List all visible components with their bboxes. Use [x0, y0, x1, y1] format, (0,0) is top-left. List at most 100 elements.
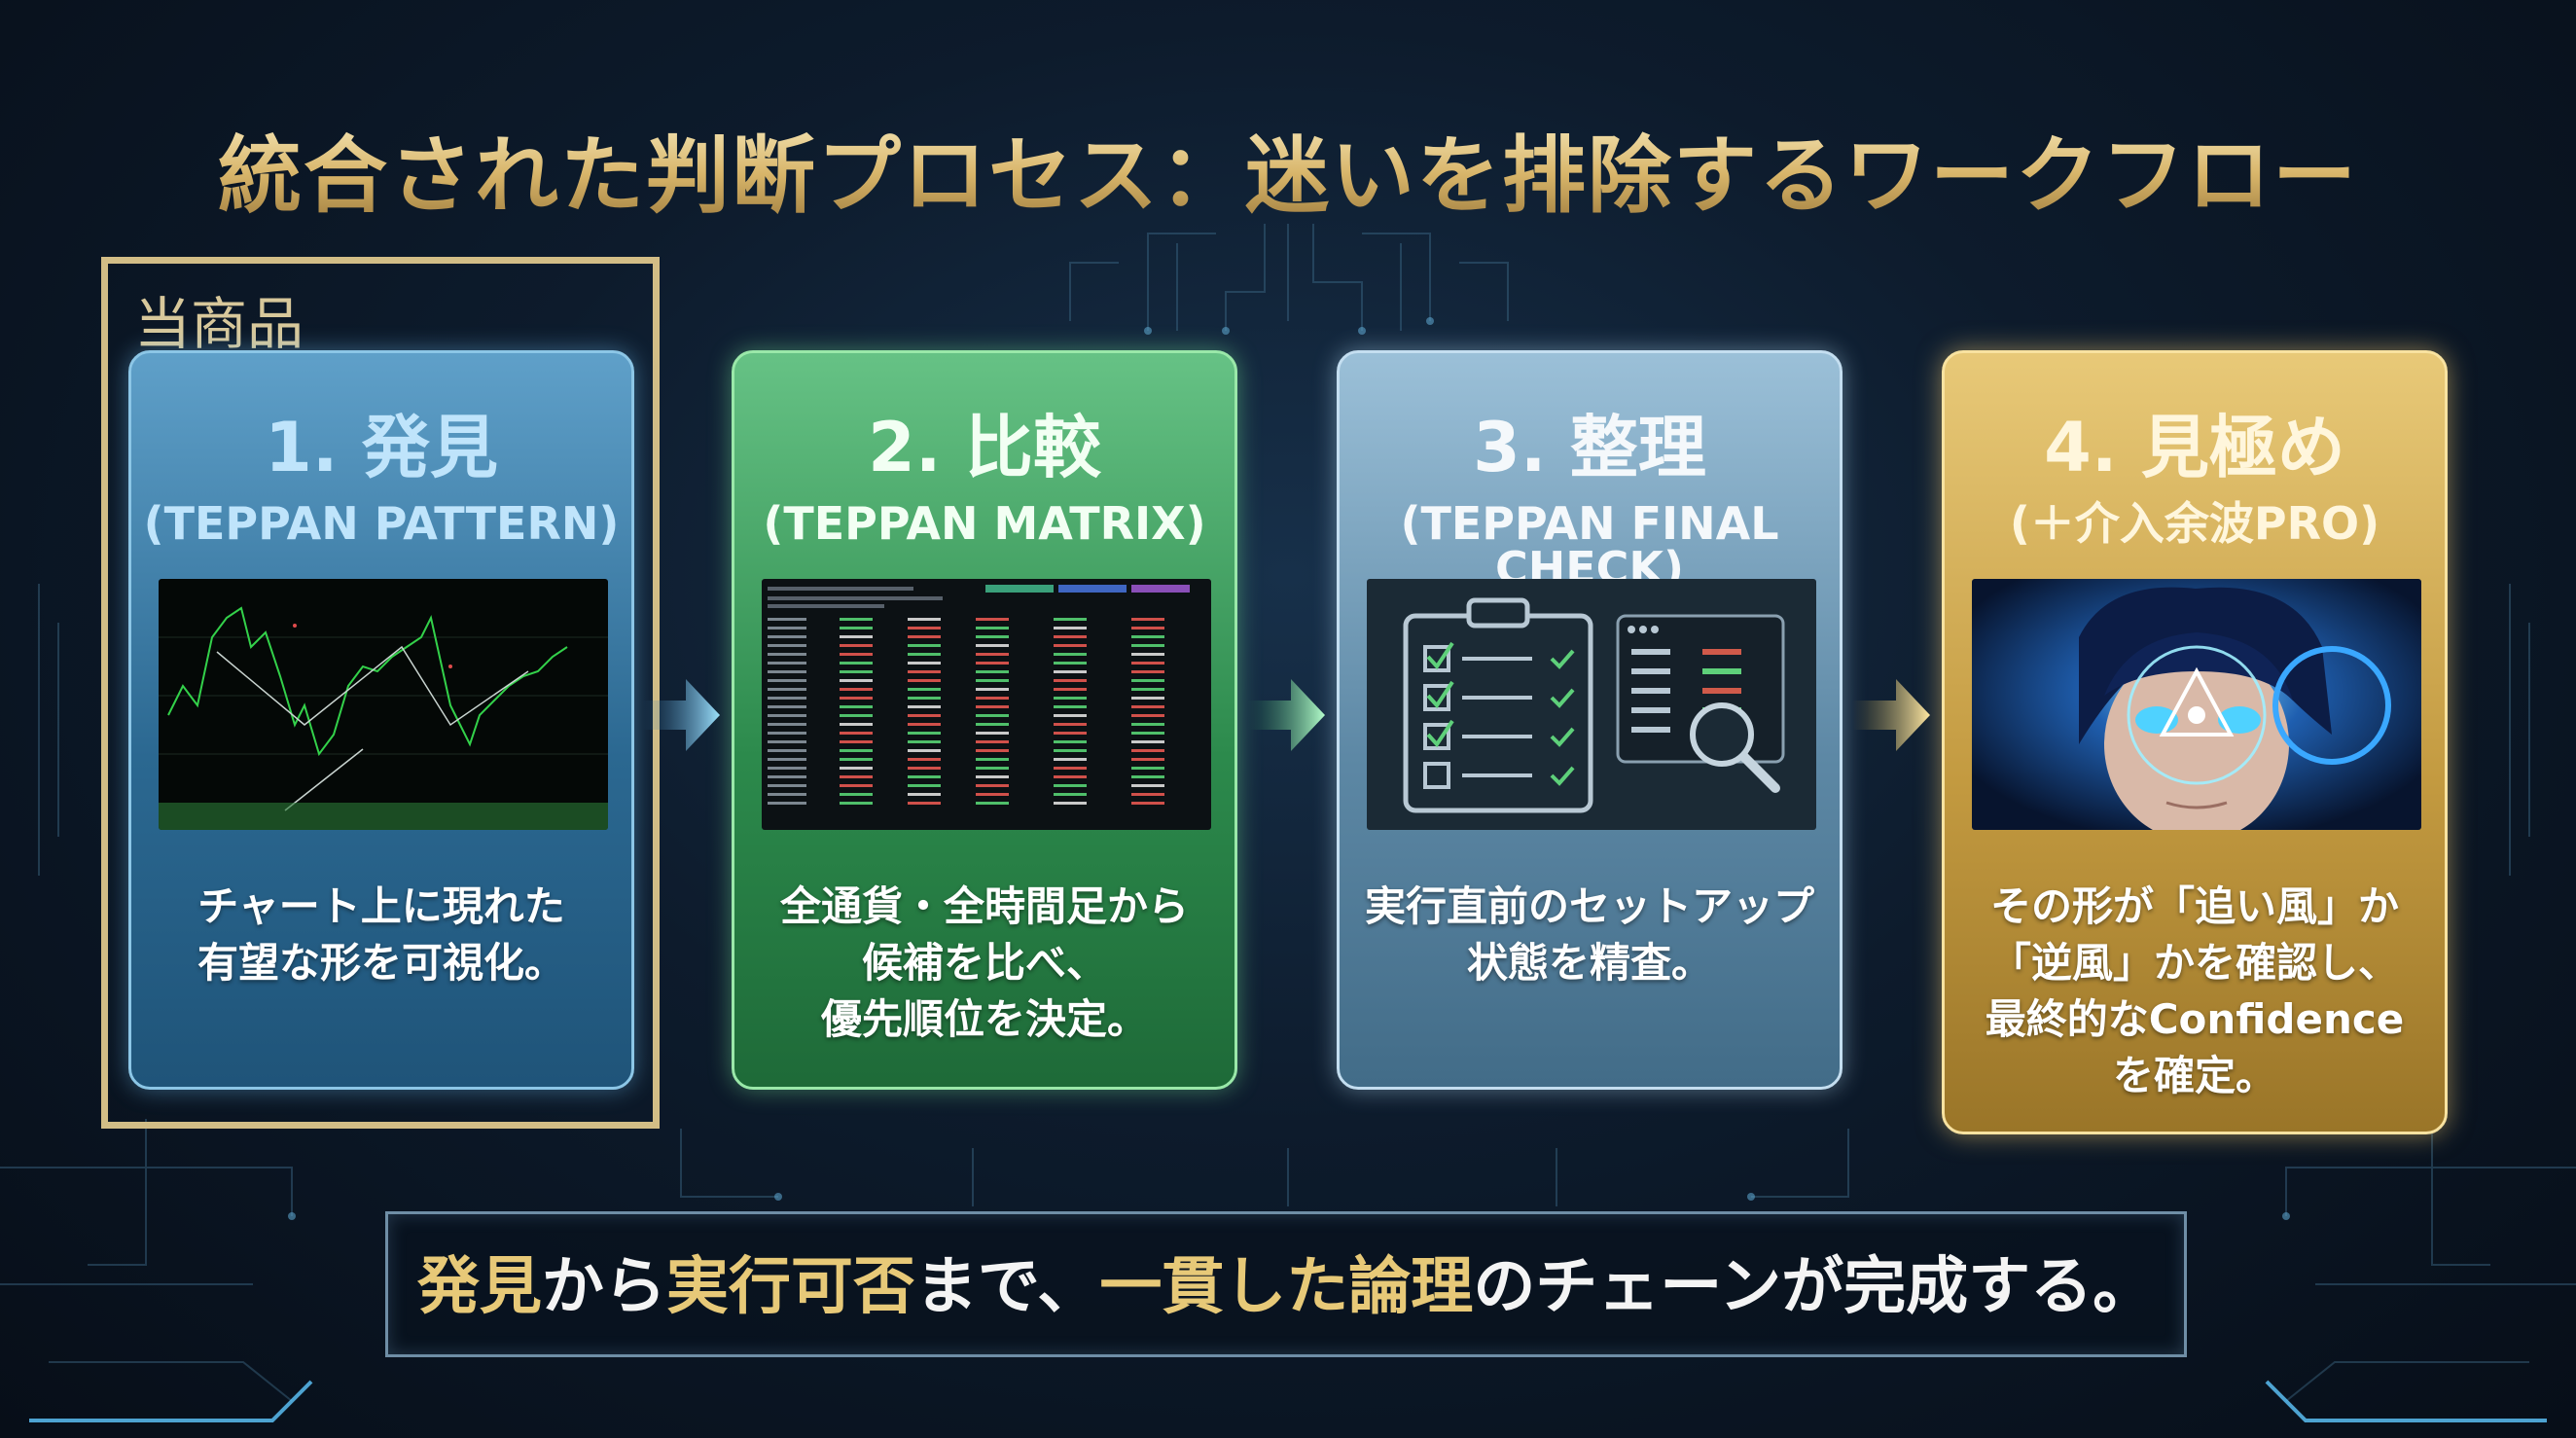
step-description: チャート上に現れた 有望な形を可視化。: [131, 879, 631, 991]
matrix-cell: [1131, 688, 1164, 691]
conclusion-connector: から: [541, 1251, 666, 1323]
matrix-cell: [908, 793, 941, 796]
matrix-cell: [1131, 644, 1164, 647]
matrix-cell: [1054, 635, 1087, 638]
conclusion-banner: 発見から実行可否まで、一貫した論理のチェーンが完成する。: [385, 1211, 2187, 1357]
matrix-cell: [840, 732, 873, 735]
matrix-cell: [768, 775, 806, 778]
matrix-cell: [1131, 618, 1164, 621]
matrix-cell: [908, 775, 941, 778]
matrix-cell: [908, 732, 941, 735]
step-subtitle: (＋介入余波PRO): [2009, 497, 2380, 550]
matrix-cell: [768, 618, 806, 621]
matrix-cell: [1131, 697, 1164, 700]
matrix-cell: [1131, 723, 1164, 726]
matrix-cell: [1054, 618, 1087, 621]
step-subtitle: (TEPPAN MATRIX): [763, 497, 1206, 550]
matrix-cell: [840, 749, 873, 752]
analyst-illustration-image: [1972, 579, 2421, 830]
desc-line: 最終的なConfidence: [1985, 995, 2405, 1043]
matrix-cell: [768, 635, 806, 638]
conclusion-keyword: 実行可否: [665, 1251, 915, 1323]
matrix-cell: [840, 714, 873, 717]
desc-line: 状態を精査。: [1466, 939, 1712, 987]
matrix-cell: [1054, 732, 1087, 735]
desc-line: 有望な形を可視化。: [197, 939, 565, 987]
desc-line: 優先順位を決定。: [820, 995, 1148, 1043]
conclusion-text: 発見から実行可否まで、一貫した論理のチェーンが完成する。: [388, 1214, 2184, 1360]
matrix-cell: [908, 697, 941, 700]
matrix-cell: [1131, 653, 1164, 656]
matrix-cell: [1131, 740, 1164, 743]
matrix-cell: [1054, 688, 1087, 691]
matrix-cell: [908, 802, 941, 805]
matrix-cell: [1054, 653, 1087, 656]
matrix-cell: [840, 697, 873, 700]
matrix-cell: [1131, 670, 1164, 673]
matrix-cell: [1054, 775, 1087, 778]
price-chart-image: [159, 579, 608, 830]
matrix-cell: [768, 793, 806, 796]
page-title: 統合された判断プロセス：迷いを排除するワークフロー: [0, 107, 2576, 229]
matrix-cell: [1131, 793, 1164, 796]
matrix-cell: [1131, 784, 1164, 787]
matrix-cell: [840, 740, 873, 743]
desc-line: チャート上に現れた: [197, 882, 565, 930]
matrix-cell: [768, 697, 806, 700]
step-card-organize: 3. 整理 (TEPPAN FINAL CHECK) 実行直前のセットアップ: [1337, 350, 1843, 1090]
matrix-cell: [1054, 802, 1087, 805]
matrix-cell: [976, 714, 1009, 717]
matrix-cell: [1131, 627, 1164, 629]
matrix-cell: [768, 679, 806, 682]
matrix-cell: [1054, 627, 1087, 629]
matrix-cell: [908, 618, 941, 621]
step-title: 3. 整理: [1473, 408, 1706, 487]
matrix-cell: [1054, 749, 1087, 752]
matrix-cell: [840, 793, 873, 796]
conclusion-keyword: 一貫した論理: [1099, 1251, 1474, 1323]
flow-arrow-icon: [642, 679, 720, 751]
matrix-cell: [840, 644, 873, 647]
matrix-cell: [840, 767, 873, 770]
matrix-cell: [908, 714, 941, 717]
matrix-cell: [840, 775, 873, 778]
matrix-cell: [1131, 705, 1164, 708]
matrix-cell: [1054, 705, 1087, 708]
matrix-cell: [1131, 802, 1164, 805]
matrix-cell: [1054, 662, 1087, 665]
matrix-cell: [768, 758, 806, 761]
matrix-cell: [908, 679, 941, 682]
matrix-cell: [908, 653, 941, 656]
matrix-cell: [768, 670, 806, 673]
matrix-cell: [840, 705, 873, 708]
matrix-cell: [976, 697, 1009, 700]
matrix-cell: [1131, 767, 1164, 770]
step-subtitle: (TEPPAN FINAL CHECK): [1400, 497, 1779, 594]
product-highlight-frame: [101, 257, 660, 1129]
matrix-cell: [840, 723, 873, 726]
matrix-cell: [1131, 679, 1164, 682]
matrix-cell: [1054, 644, 1087, 647]
matrix-cell: [908, 662, 941, 665]
flow-arrow-icon: [1852, 679, 1930, 751]
step-subtitle: (TEPPAN PATTERN): [143, 497, 620, 550]
matrix-cell: [908, 758, 941, 761]
matrix-cell: [976, 740, 1009, 743]
matrix-cell: [840, 758, 873, 761]
step-title: 2. 比較: [868, 408, 1101, 487]
matrix-cell: [908, 705, 941, 708]
matrix-cell: [976, 732, 1009, 735]
matrix-cell: [768, 784, 806, 787]
matrix-cell: [908, 635, 941, 638]
matrix-cell: [1054, 697, 1087, 700]
matrix-cell: [768, 653, 806, 656]
matrix-cell: [1054, 679, 1087, 682]
matrix-cell: [976, 775, 1009, 778]
matrix-cell: [976, 802, 1009, 805]
matrix-cell: [908, 749, 941, 752]
conclusion-connector: のチェーンが完成する。: [1473, 1251, 2156, 1323]
matrix-cell: [1131, 714, 1164, 717]
matrix-cell: [976, 635, 1009, 638]
matrix-cell: [976, 723, 1009, 726]
